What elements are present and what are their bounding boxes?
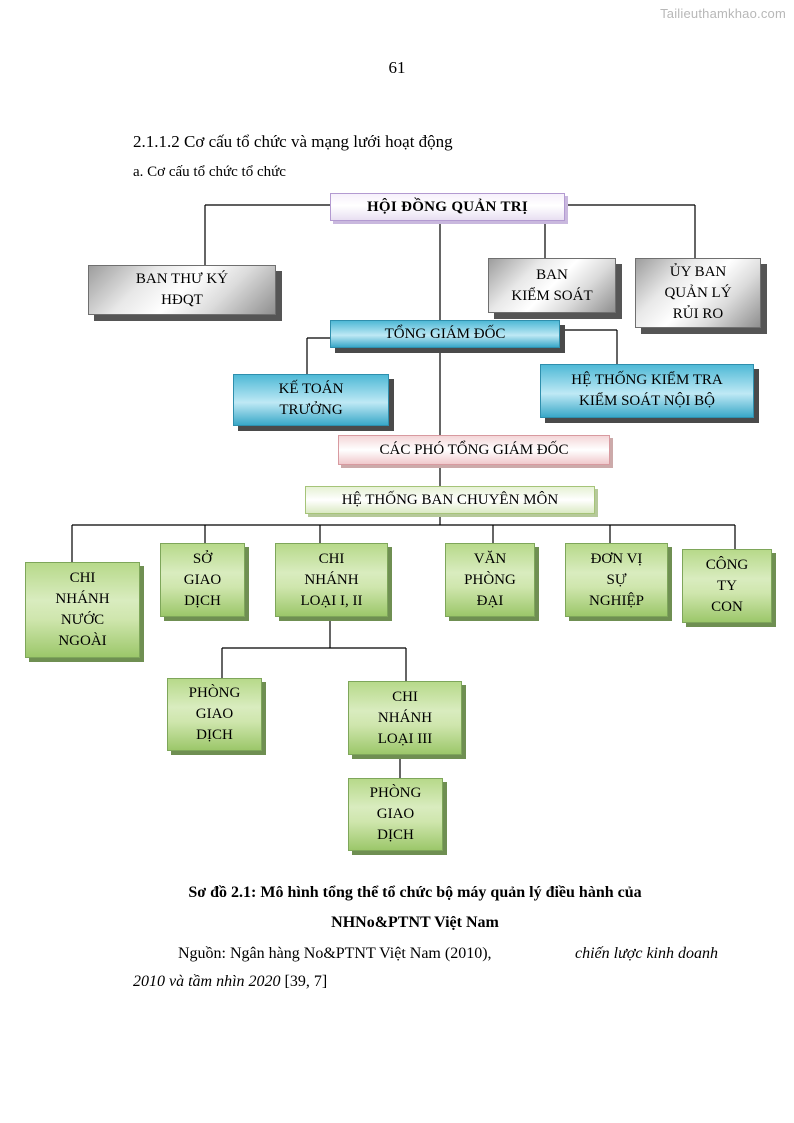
figure-caption-line1: Sơ đồ 2.1: Mô hình tổng thể tổ chức bộ m… [188, 884, 642, 901]
secretariat-label-line1: BAN THƯ KÝ [135, 271, 229, 287]
transaction-office-box-1: PHÒNG GIAO DỊCH [167, 678, 262, 751]
risk-committee-line1: ỦY BAN [669, 263, 727, 280]
transaction-office-2-line3: DỊCH [377, 827, 414, 843]
source-citation: Nguồn: Ngân hàng No&PTNT Việt Nam (2010)… [133, 940, 718, 996]
overseas-branch-line2: NHÁNH [55, 591, 110, 607]
subsidiary-line3: CON [711, 598, 743, 615]
supervisory-board-box: BAN KIỂM SOÁT [488, 258, 616, 313]
branch-level-3-line1: CHI [392, 688, 418, 705]
ceo-box: TỔNG GIÁM ĐỐC [330, 320, 560, 348]
watermark: Tailieuthamkhao.com [660, 6, 786, 21]
transaction-center-box: SỞ GIAO DỊCH [160, 543, 245, 617]
risk-committee-box: ỦY BAN QUẢN LÝ RỦI RO [635, 258, 761, 328]
source-title-part2: 2010 và tầm nhìn 2020 [133, 973, 281, 990]
branch-level-1-2-line3: LOẠI I, II [300, 592, 363, 609]
transaction-office-1-line2: GIAO [195, 706, 234, 722]
overseas-branch-line1: CHI [69, 570, 96, 586]
public-service-unit-line1: ĐƠN VỊ [590, 550, 643, 567]
transaction-office-box-2: PHÒNG GIAO DỊCH [348, 778, 443, 851]
branch-level-3-box: CHI NHÁNH LOẠI III [348, 681, 462, 755]
secretariat-label-line2: HĐQT [161, 292, 203, 308]
overseas-branch-box: CHI NHÁNH NƯỚC NGOÀI [25, 562, 140, 658]
transaction-center-line3: DỊCH [184, 592, 221, 609]
figure-caption-line2: NHNo&PTNT Việt Nam [331, 914, 499, 931]
transaction-office-1-line3: DỊCH [196, 727, 233, 743]
representative-office-line1: VĂN [473, 550, 507, 567]
representative-office-box: VĂN PHÒNG ĐẠI [445, 543, 535, 617]
overseas-branch-line3: NƯỚC [60, 612, 105, 628]
risk-committee-line2: QUẢN LÝ [664, 284, 732, 301]
internal-control-line1: HỆ THỐNG KIỂM TRA [571, 372, 723, 388]
source-suffix: [39, 7] [280, 973, 328, 990]
source-title-part1: chiến lược kinh doanh [574, 945, 718, 962]
supervisory-label-line1: BAN [536, 266, 568, 283]
deputy-ceos-box: CÁC PHÓ TỔNG GIÁM ĐỐC [338, 435, 610, 465]
public-service-unit-box: ĐƠN VỊ SỰ NGHIỆP [565, 543, 668, 617]
transaction-center-line2: GIAO [183, 571, 222, 588]
board-label: HỘI ĐỒNG QUẢN TRỊ [366, 198, 529, 215]
transaction-office-2-line2: GIAO [376, 806, 415, 822]
branch-level-1-2-line1: CHI [318, 550, 345, 567]
chief-accountant-line1: KẾ TOÁN [278, 381, 344, 397]
subsidiary-line1: CÔNG [705, 556, 749, 573]
risk-committee-line3: RỦI RO [672, 305, 724, 322]
representative-office-line2: PHÒNG [464, 571, 516, 588]
subsidiary-box: CÔNG TY CON [682, 549, 772, 623]
page-number: 61 [388, 58, 406, 77]
internal-control-box: HỆ THỐNG KIỂM TRA KIỂM SOÁT NỘI BỘ [540, 364, 754, 418]
overseas-branch-line4: NGOÀI [58, 633, 107, 649]
supervisory-label-line2: KIỂM SOÁT [511, 287, 593, 304]
internal-control-line2: KIỂM SOÁT NỘI BỘ [579, 393, 715, 409]
public-service-unit-line2: SỰ [606, 571, 627, 588]
specialized-departments-box: HỆ THỐNG BAN CHUYÊN MÔN [305, 486, 595, 514]
transaction-office-2-line1: PHÒNG [369, 785, 422, 801]
board-of-directors-box: HỘI ĐỒNG QUẢN TRỊ [330, 193, 565, 221]
branch-level-1-2-box: CHI NHÁNH LOẠI I, II [275, 543, 388, 617]
section-heading: 2.1.1.2 Cơ cấu tổ chức và mạng lưới hoạt… [133, 132, 453, 151]
chief-accountant-line2: TRƯỞNG [279, 402, 343, 418]
transaction-center-line1: SỞ [192, 550, 213, 567]
deputy-ceos-label: CÁC PHÓ TỔNG GIÁM ĐỐC [379, 441, 569, 458]
subsidiary-line2: TY [717, 577, 737, 594]
public-service-unit-line3: NGHIỆP [589, 592, 644, 609]
ceo-label: TỔNG GIÁM ĐỐC [384, 325, 506, 342]
branch-level-1-2-line2: NHÁNH [304, 571, 359, 588]
source-prefix: Nguồn: Ngân hàng No&PTNT Việt Nam (2010)… [178, 945, 492, 962]
transaction-office-1-line1: PHÒNG [188, 685, 241, 701]
secretariat-box: BAN THƯ KÝ HĐQT [88, 265, 276, 315]
branch-level-3-line3: LOẠI III [377, 730, 433, 747]
subsection-heading: a. Cơ cấu tổ chức tổ chức [133, 164, 286, 180]
chief-accountant-box: KẾ TOÁN TRƯỞNG [233, 374, 389, 426]
branch-level-3-line2: NHÁNH [377, 709, 433, 726]
representative-office-line3: ĐẠI [476, 592, 504, 609]
specialized-departments-label: HỆ THỐNG BAN CHUYÊN MÔN [341, 491, 559, 508]
